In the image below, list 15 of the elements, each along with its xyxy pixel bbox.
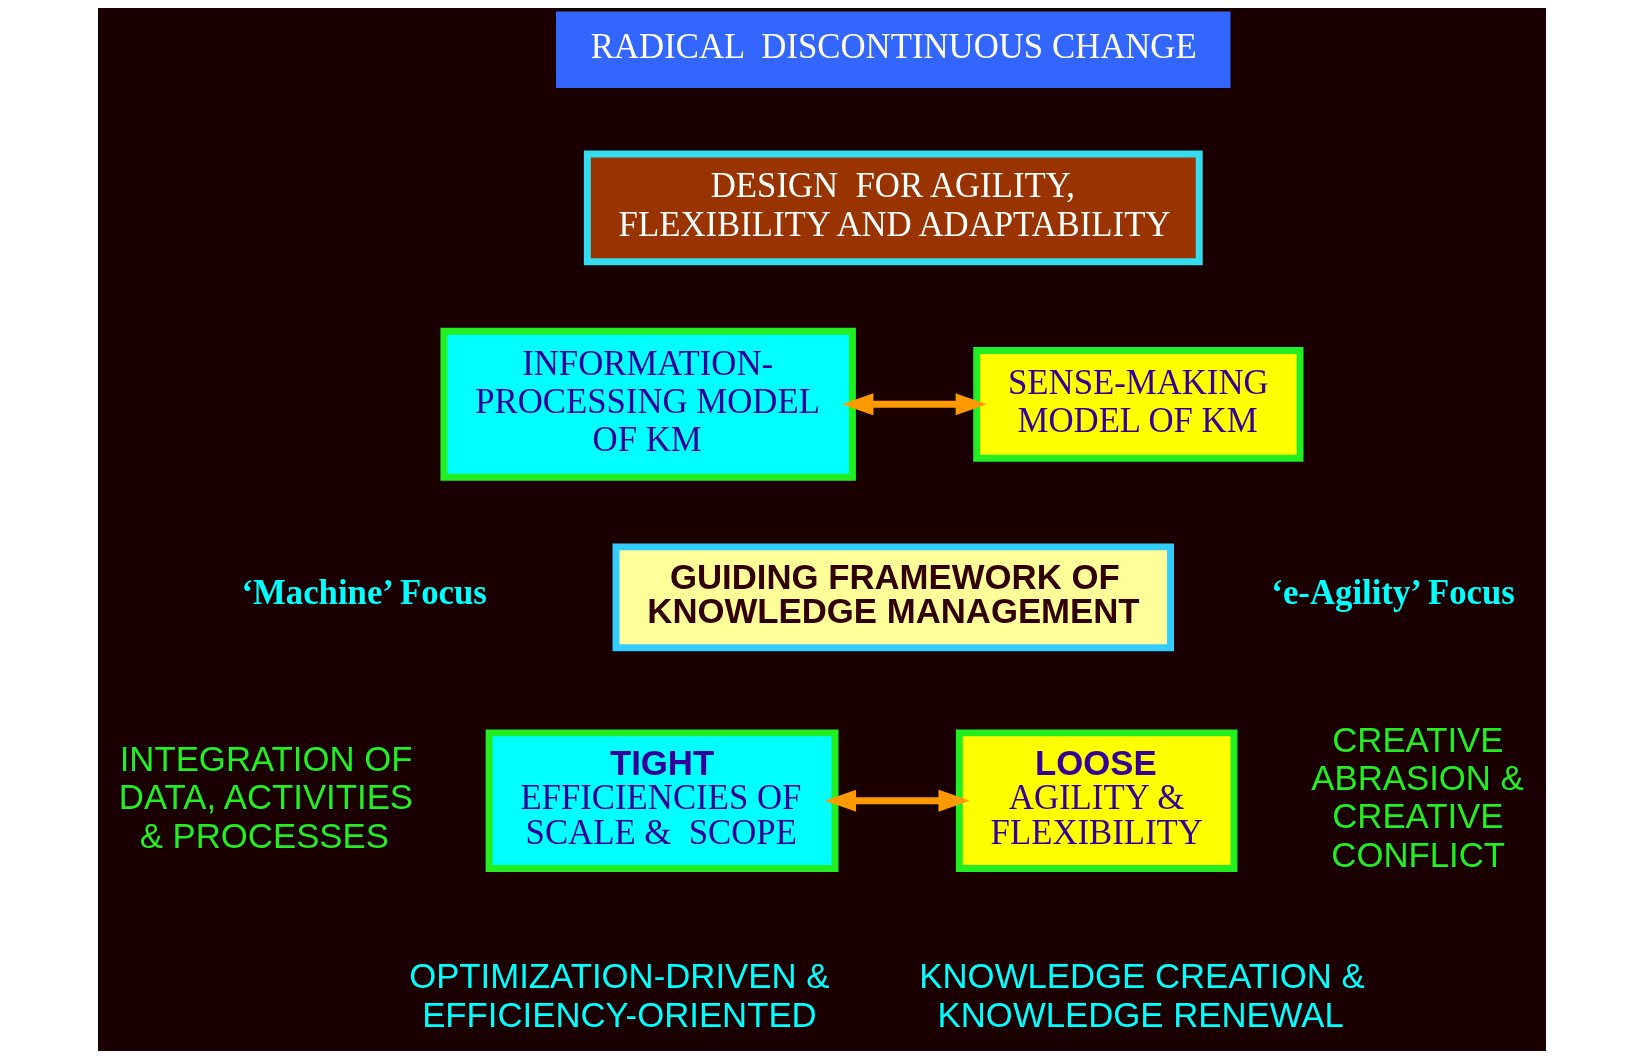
arrow [824,789,970,812]
node-box: LOOSE AGILITY & FLEXIBILITY [955,729,1237,872]
label: INTEGRATION OF DATA, ACTIVITIES & PROCESSES [118,740,413,855]
node-box: GUIDING FRAMEWORK OF KNOWLEDGE MANAGEMENT [612,543,1174,652]
node-box: RADICAL DISCONTINUOUS CHANGE [555,11,1230,88]
label: CREATIVE ABRASION & CREATIVE CONFLICT [1310,721,1524,874]
label: ‘e-Agility’ Focus [1270,573,1515,613]
node-box: SENSE-MAKING MODEL OF KM [972,347,1303,462]
label: ‘Machine’ Focus [240,573,487,613]
node-box: DESIGN FOR AGILITY, FLEXIBILITY AND ADAPTABILITY [583,150,1203,266]
node-box: INFORMATION-PROCESSING MODEL OF KM [439,327,856,481]
arrow [841,393,987,416]
label: OPTIMIZATION-DRIVEN & EFFICIENCY-ORIENTED [408,957,829,1034]
label: KNOWLEDGE CREATION & KNOWLEDGE RENEWAL [918,957,1365,1034]
node-box: TIGHT EFFICIENCIES OF SCALE & SCOPE [485,729,838,872]
